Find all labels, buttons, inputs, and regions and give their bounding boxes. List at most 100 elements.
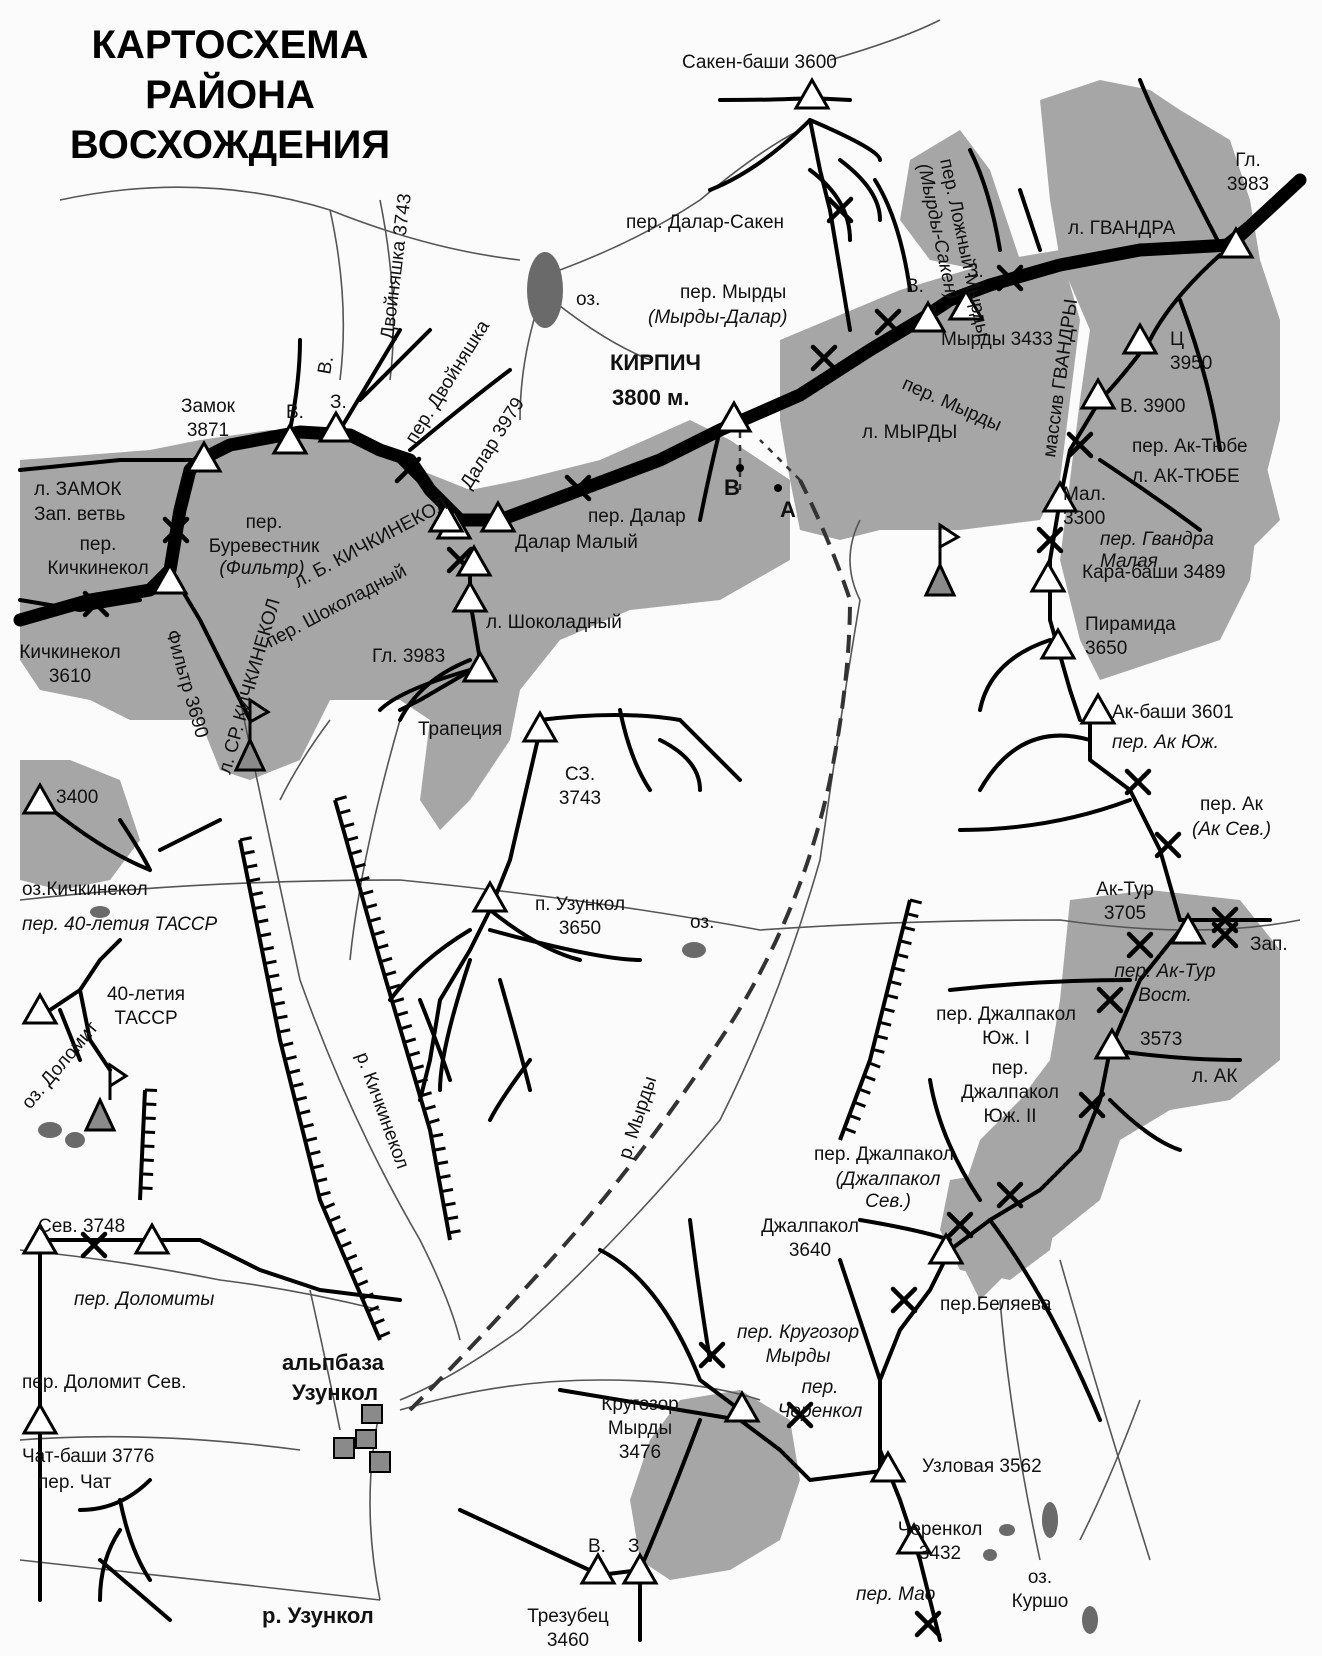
route-a-label: A [780,497,796,522]
target-name: КИРПИЧ [610,350,701,375]
moraine-right [838,899,912,1141]
title-line-3: ВОСХОЖДЕНИЯ [70,123,390,167]
flag-dolomit [108,1062,129,1100]
peak-triangle [271,421,309,455]
moraine-tick [423,1104,436,1111]
label-trezubets-v: В. [588,1536,606,1557]
moraine-mid [333,799,452,1241]
pass-marker [394,456,422,484]
moraine-tick [284,1055,297,1061]
moraine-tick [140,1186,153,1190]
ridge-saken-left [708,118,812,192]
ridge-myrdy-r [808,158,882,242]
moraine-tick [342,822,355,829]
label-pass-dolomity: пер. Доломиты [74,1289,214,1310]
pass-marker-stroke [564,474,592,502]
peak-triangle [1029,559,1067,593]
moraine-tick [403,1037,417,1044]
label-myrdy-v: В. [906,276,924,297]
camp-right [923,561,957,597]
label-dvoinyashka-z: З. [330,392,347,413]
pass-marker-stroke [1078,1091,1106,1119]
pass-marker-stroke [826,196,854,224]
ridge-belyaeva-e [988,1218,1102,1422]
label-pass-myrdy-dalar-alt: (Мырды-Далар) [648,307,787,328]
lake-dolomit-2 [65,1132,85,1148]
moraine-left [238,839,382,1341]
ridge-dzhalpakol-w2 [858,1218,952,1242]
label-gvandra-mal: Мал.3300 [1063,484,1106,529]
label-pass-mao: пер. Мао [856,1584,935,1605]
river-right-bottom [1059,1259,1151,1561]
moraine-tick [889,980,902,986]
flag-left [248,697,271,740]
label-trezubets-z: З [628,1536,639,1557]
peak-triangle [317,409,355,443]
peak-triangle [479,499,517,533]
moraine-tick [368,916,382,923]
ridge-mal [1098,458,1202,532]
ridge-uzunkol-3 [488,928,642,962]
river-kichkinekol [239,699,461,1341]
moraine-tick [267,973,280,979]
label-gvandra-main: Гл.3983 [1227,150,1269,195]
river-top-saken [829,19,941,61]
label-lake-dolomit: оз. Доломит [18,1017,103,1113]
moraine-tick [448,1229,461,1235]
river-dvoinyashka-2 [379,199,395,381]
moraine-tick [896,952,909,959]
moraine-tick [858,1087,871,1095]
ridge-sev3748 [38,1238,402,1302]
moraine-tick [419,1091,432,1098]
moraine-tick [445,1215,459,1221]
peak-triangle [1079,376,1117,410]
moraine-tick [387,983,401,991]
label-3573: 3573 [1140,1029,1182,1050]
lake-kursho-1 [999,1524,1015,1536]
moraine-tick [376,943,389,950]
river-right-bottom-3 [1079,1399,1141,1541]
label-sev-3748: Сев. 3748 [38,1216,125,1237]
moraine-tick [350,1266,363,1275]
pass-marker-stroke [890,1286,918,1314]
moraine-tick [415,1077,428,1085]
pass-marker-stroke [1096,986,1124,1014]
peak-triangle [1217,225,1255,259]
moraine-tick [311,1163,325,1170]
label-gvandra-v: В. 3900 [1120,396,1186,417]
label-pass-ak: пер. Ак [1200,794,1264,815]
labels-layer: Сакен-баши 3600 В. З. Далар Малый В. З. … [22,52,1288,1628]
route-a-dot [774,484,782,492]
pass-marker [874,308,902,336]
moraine-tick [141,1172,154,1176]
label-myrdy: Мырды 3433 [941,329,1053,350]
moraine-tick [899,939,912,946]
label-dvoinyashka-v: В. [286,402,304,423]
moraines-layer [138,795,923,1341]
label-pass-dalar-saken: пер. Далар-Сакен [626,212,784,233]
label-chat-bashi: Чат-баши 3776 [22,1446,154,1467]
moraine-tick [245,863,258,869]
river-bottom-left [19,1559,381,1601]
moraine-tick [338,808,351,815]
label-trapetsiya-gl: Гл. 3983 [372,646,445,667]
peak-triangle [793,76,831,110]
moraine-tick [367,1305,380,1313]
moraine-tick [345,1253,358,1262]
ridge-uzunkol-4 [388,928,472,1002]
title-line-1: КАРТОСХЕМА [92,23,369,67]
moraine-tick [275,1014,288,1020]
river-kichkinekol-2 [279,719,331,801]
label-myrdy-z: З. [967,261,984,282]
hut-1 [361,1404,383,1424]
pass-marker [1126,931,1154,959]
moraine-tick [334,1228,347,1236]
hut-3 [355,1429,377,1449]
moraine-tick [144,1102,157,1107]
pass-marker-stroke [1124,768,1152,796]
pass-marker [914,1610,942,1638]
hut-4 [369,1451,391,1473]
